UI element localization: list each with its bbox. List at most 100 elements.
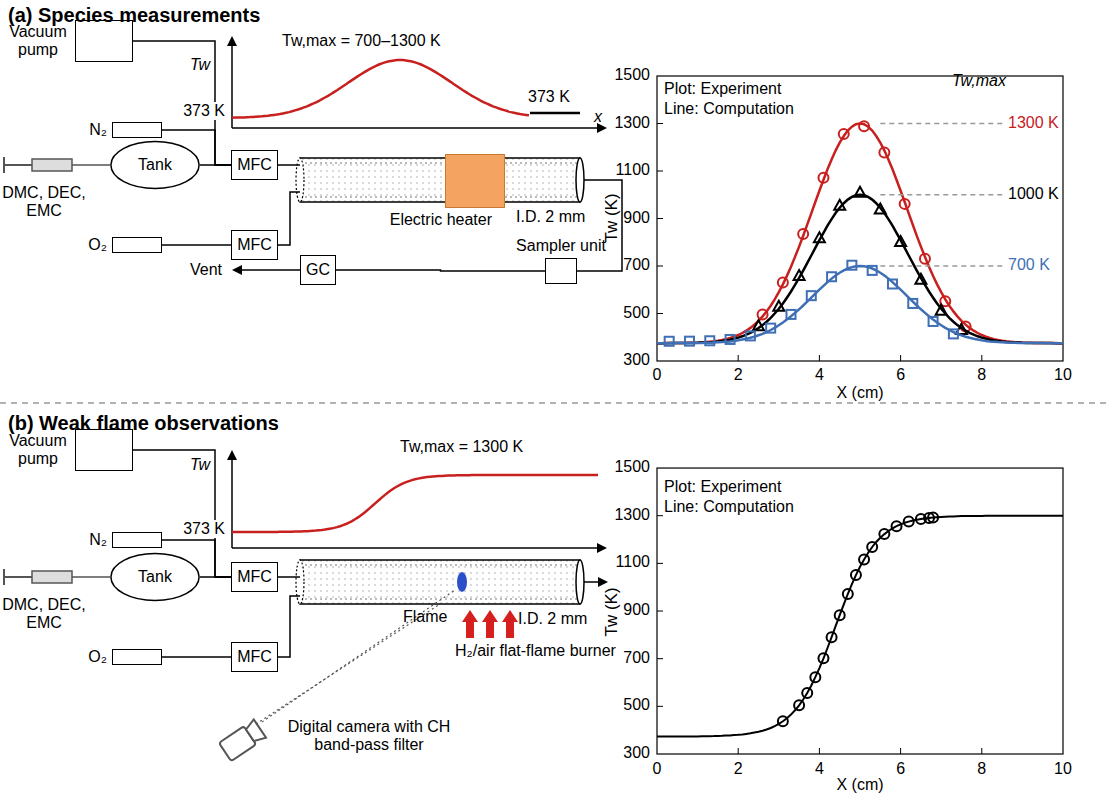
- drawing-stroke: [300, 599, 580, 600]
- camera-icon: [219, 719, 266, 761]
- data-point: [794, 700, 804, 710]
- axis-symbol: Tw: [190, 56, 210, 74]
- drawing-stroke: [277, 596, 300, 657]
- data-point: [753, 320, 764, 330]
- data-point: [798, 229, 808, 239]
- vent-arrow: [234, 269, 300, 271]
- tick-label: 1300: [614, 114, 650, 132]
- dimension-label: I.D. 2 mm: [518, 610, 587, 628]
- drawing-stroke: [530, 112, 580, 115]
- data-point: [900, 199, 910, 209]
- axis-title: X (cm): [836, 384, 883, 402]
- data-point: [814, 232, 825, 242]
- equipment-box: Vacuum pump: [75, 429, 133, 471]
- node-label: MFC: [237, 568, 272, 586]
- tick-label: 700: [623, 256, 650, 274]
- computed-curve: [657, 266, 1063, 343]
- data-point: [834, 200, 845, 210]
- drawing-stroke: [900, 355, 901, 361]
- burner-label: H₂/air flat-flame burner: [455, 642, 616, 660]
- node-label: N₂: [89, 121, 107, 139]
- heater-block: Electric heater: [445, 154, 505, 208]
- plot-note: Line: Computation: [664, 498, 794, 516]
- equipment-box: MFC: [231, 150, 278, 180]
- dimension-label: I.D. 2 mm: [516, 208, 585, 226]
- data-point: [892, 521, 902, 531]
- tick-label: 500: [623, 696, 650, 714]
- tick-label: 8: [977, 366, 986, 384]
- data-point: [794, 270, 805, 280]
- equipment-box: MFC: [231, 642, 278, 672]
- drawing-stroke: [738, 748, 739, 754]
- drawing-stroke: [300, 163, 580, 164]
- heat-arrow: [482, 610, 498, 638]
- plot-note: Line: Computation: [664, 100, 794, 118]
- drawing-stroke: [657, 658, 663, 659]
- data-point: [915, 274, 926, 284]
- drawing-stroke: [981, 748, 982, 754]
- data-point: [835, 610, 845, 620]
- data-point: [810, 672, 820, 682]
- tick-label: 1100: [616, 553, 650, 571]
- data-point: [908, 299, 917, 308]
- data-point: [859, 554, 869, 564]
- temperature-profile: [232, 60, 529, 118]
- drawing-stroke: [4, 164, 32, 166]
- data-point: [705, 336, 714, 345]
- gas-line: [336, 270, 545, 271]
- temperature-label: 373 K: [181, 102, 227, 120]
- drawing-stroke: [657, 563, 663, 564]
- computed-curve: [657, 124, 1063, 344]
- temperature-label: 373 K: [528, 88, 570, 106]
- equipment-box: N₂: [112, 122, 162, 138]
- temperature-profile: [232, 475, 598, 532]
- series-label: 700 K: [1008, 256, 1050, 274]
- tick-label: 6: [896, 760, 905, 778]
- fuel-label: DMC, DEC, EMC: [2, 184, 86, 221]
- drawing-stroke: [277, 576, 300, 578]
- data-point: [778, 716, 788, 726]
- node-label: Tank: [138, 568, 172, 586]
- tick-label: 10: [1054, 366, 1072, 384]
- drawing-stroke: [262, 590, 455, 722]
- data-point: [818, 173, 828, 183]
- axis-symbol: Tw: [190, 456, 210, 474]
- drawing-stroke: [577, 180, 622, 271]
- flame: [457, 572, 467, 592]
- profile-label: Tw,max = 1300 K: [400, 438, 523, 456]
- drawing-stroke: [657, 611, 663, 612]
- equipment-box: O₂: [112, 237, 162, 253]
- data-point: [827, 272, 836, 281]
- computed-curve: [657, 516, 1063, 737]
- plot-note: Plot: Experiment: [664, 478, 781, 496]
- data-point: [868, 266, 877, 275]
- drawing-stroke: [981, 355, 982, 361]
- plot-frame: [657, 468, 1063, 754]
- drawing-stroke: [72, 164, 110, 166]
- flame-label: Flame: [403, 608, 447, 626]
- outlet-label: Vent: [190, 261, 222, 279]
- data-point: [807, 291, 816, 300]
- data-point: [802, 688, 812, 698]
- plot-frame: [657, 76, 1063, 361]
- legend-heading: Tw,max: [952, 72, 1006, 90]
- node-label: Vacuum pump: [6, 23, 70, 60]
- heat-arrow: [502, 610, 518, 638]
- tick-label: 300: [623, 744, 650, 762]
- drawing-stroke: [277, 192, 300, 245]
- tank-ellipse: Tank: [110, 140, 200, 190]
- node-label: Tank: [138, 156, 172, 174]
- drawing-stroke: [880, 194, 1004, 196]
- computed-curve: [657, 195, 1063, 343]
- syringe-barrel: [32, 159, 72, 171]
- axis: [232, 127, 605, 129]
- node-label: GC: [306, 261, 330, 279]
- node-label: O₂: [88, 648, 107, 666]
- tick-label: 10: [1054, 760, 1072, 778]
- tick-label: 4: [815, 760, 824, 778]
- tick-label: 2: [734, 760, 743, 778]
- camera-label: Digital camera with CH band-pass filter: [284, 718, 454, 755]
- panel-title: (b) Weak flame observations: [8, 412, 279, 435]
